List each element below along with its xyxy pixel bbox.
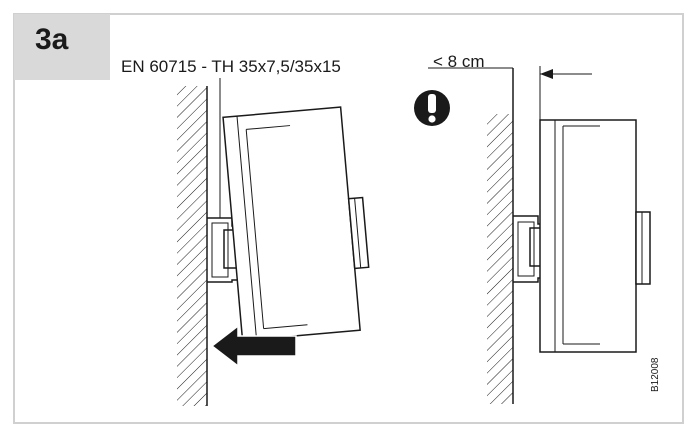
- reference-code: B12008: [650, 357, 661, 392]
- left-rail-inner: [211, 222, 229, 278]
- left-device: [222, 106, 370, 342]
- exclamation-warning-icon: [414, 90, 450, 126]
- step-label: 3a: [35, 23, 69, 56]
- rail-standard-label: EN 60715 - TH 35x7,5/35x15: [121, 57, 341, 76]
- dimension-arrowhead: [540, 69, 553, 79]
- distance-label: < 8 cm: [433, 52, 485, 71]
- step-tab: [14, 14, 110, 80]
- left-wall: [177, 86, 207, 406]
- push-left-arrow-icon: [210, 324, 297, 368]
- right-wall: [487, 114, 513, 404]
- right-device: [539, 119, 651, 353]
- right-rail-inner: [517, 221, 535, 277]
- border: [13, 13, 684, 424]
